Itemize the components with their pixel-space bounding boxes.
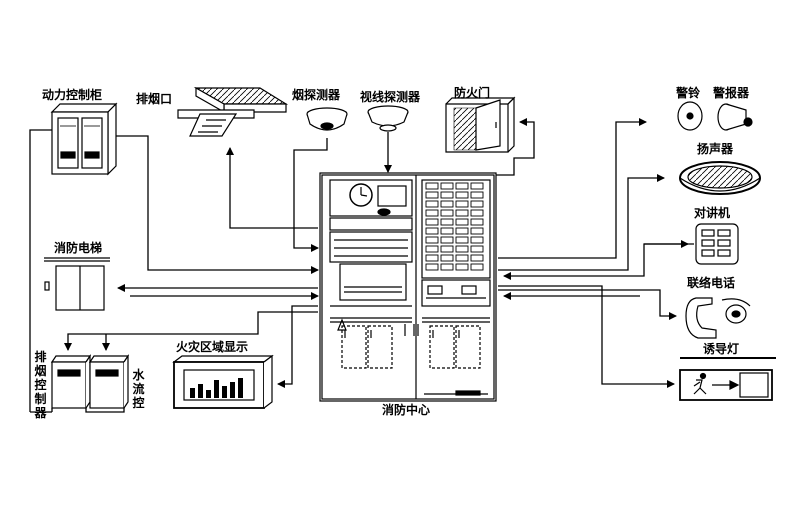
water-flow-controller-box [88,354,130,409]
label-evacuation-light: 诱导灯 [703,342,740,356]
fire-door-icon [445,96,516,153]
label-water-flow-control: 水流控 [132,368,145,410]
beam-detector-icon [367,105,409,132]
alarm-siren-icon [717,103,753,131]
clock-icon [349,183,373,207]
fire-control-center-cabinet [319,172,497,402]
speaker-icon [679,161,761,195]
power-control-cabinet [50,102,118,176]
alarm-bell-icon [677,101,703,131]
label-alarm-bell: 警铃 [676,86,701,100]
smoke-exhaust-controller-box [50,354,92,409]
label-power-control-cabinet: 动力控制柜 [42,88,103,102]
fire-elevator-icon [44,257,110,311]
label-contact-phone: 联络电话 [687,276,736,290]
label-smoke-exhaust-controller: 排烟控制器 [34,350,47,420]
label-beam-detector: 视线探测器 [360,90,421,104]
connection-lines [29,118,694,413]
label-speaker: 扬声器 [697,142,734,156]
label-fire-door: 防火门 [454,86,491,100]
evacuation-light-sign [679,357,776,401]
contact-telephone-icon [685,297,751,339]
intercom-icon [695,223,739,265]
smoke-detector-icon [306,107,348,131]
label-intercom: 对讲机 [694,206,731,220]
label-alarm: 警报器 [713,86,750,100]
label-fire-elevator: 消防电梯 [54,241,103,255]
smoke-exhaust-vent [177,86,289,137]
label-fire-zone-display: 火灾区域显示 [176,340,249,354]
label-smoke-detector: 烟探测器 [292,88,341,102]
label-smoke-exhaust-vent: 排烟口 [136,92,173,106]
label-fire-control-center: 消防中心 [382,403,431,417]
fire-zone-display-monitor [172,354,274,409]
